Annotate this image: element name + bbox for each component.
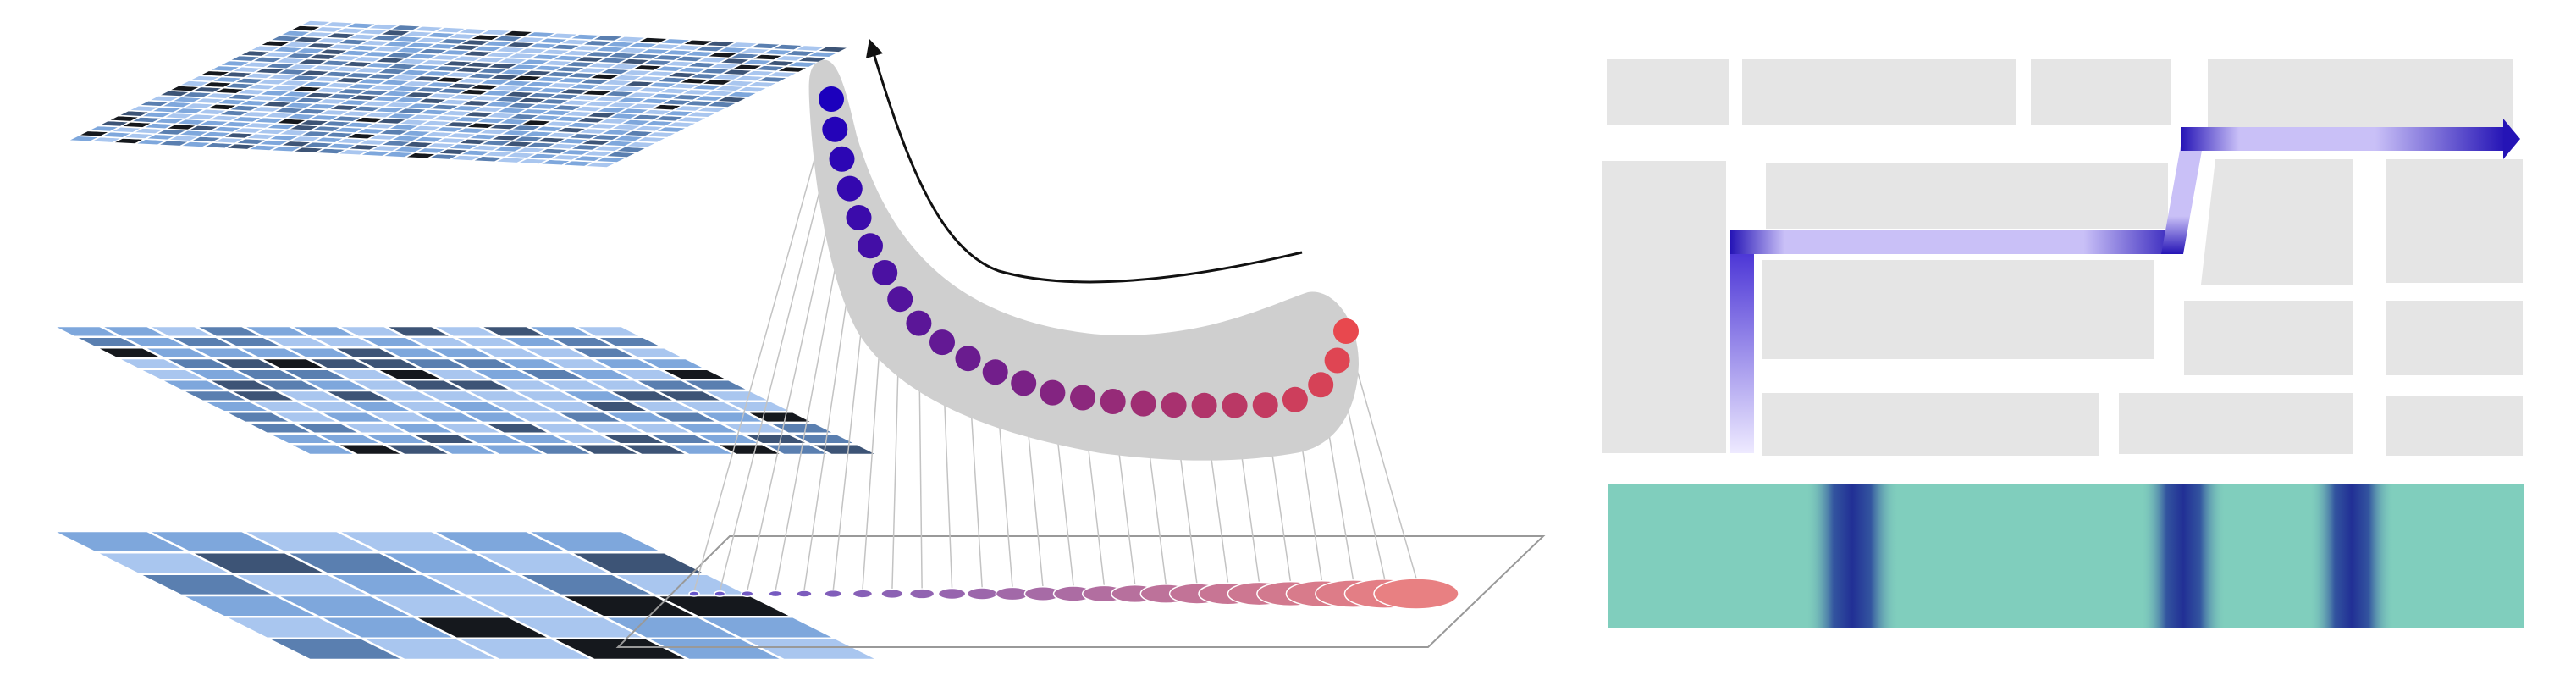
grid-cell — [814, 45, 852, 53]
route-diagonal-segment — [2161, 146, 2203, 254]
trajectory-point — [1100, 389, 1126, 414]
city-block — [2119, 393, 2353, 454]
trajectory-point — [1161, 392, 1187, 418]
grid-layer-fine — [64, 19, 852, 169]
projection-plane — [615, 535, 1546, 648]
color-bar-band — [2309, 484, 2394, 628]
city-block — [2208, 59, 2513, 129]
trajectory-point — [1252, 392, 1278, 418]
route-arrow-head — [2503, 119, 2520, 159]
city-block — [2201, 159, 2353, 285]
trajectory-point — [1222, 392, 1248, 418]
route-vertical-segment — [1730, 230, 1754, 453]
route-horizontal-segment — [1730, 230, 2183, 254]
grid-layer-medium — [52, 324, 880, 457]
route-top-segment — [2181, 127, 2505, 151]
color-bar — [1608, 484, 2524, 628]
trajectory-point — [1191, 392, 1217, 418]
direction-arrow-curve — [865, 38, 1303, 284]
trajectory-point — [929, 329, 955, 356]
trajectory-point — [1282, 386, 1308, 412]
projected-ellipse — [937, 587, 967, 601]
projected-ellipse — [1373, 578, 1459, 610]
city-block — [1762, 393, 2099, 456]
trajectory-point — [858, 233, 883, 259]
city-block — [1607, 59, 1729, 125]
city-block — [2184, 301, 2353, 375]
color-bar-band — [2141, 484, 2226, 628]
multiscale-grid-panel — [52, 19, 880, 662]
trajectory-point — [955, 346, 981, 372]
city-block — [2031, 59, 2171, 125]
grid-cell — [740, 637, 880, 662]
trajectory-point — [1333, 318, 1359, 344]
trajectory-point — [1308, 372, 1334, 398]
projected-ellipse — [824, 589, 843, 599]
city-blocks — [1602, 59, 2523, 456]
city-block — [1762, 260, 2154, 359]
trajectory-point — [1040, 379, 1066, 406]
trajectory-point — [1070, 385, 1095, 411]
projected-ellipse — [852, 589, 874, 599]
trajectory-point — [982, 359, 1008, 385]
city-block — [1742, 59, 2016, 125]
trajectory-point — [1324, 347, 1350, 374]
trajectory-point — [822, 116, 848, 142]
highlighted-route — [1730, 119, 2520, 453]
trajectory-point — [846, 205, 872, 230]
city-block — [2386, 301, 2523, 375]
trajectory-point — [819, 86, 844, 112]
trajectory-point — [887, 286, 913, 313]
city-block — [2386, 396, 2523, 456]
trajectory-point — [1130, 390, 1156, 417]
city-block — [1766, 163, 2168, 229]
city-block — [1602, 161, 1726, 453]
trajectory-point — [906, 310, 932, 336]
projected-ellipse — [688, 590, 700, 597]
guide-line — [693, 98, 832, 592]
trajectory-point — [872, 260, 898, 285]
street-path-panel — [1602, 59, 2524, 628]
trajectory-point — [836, 175, 863, 202]
trajectory-point — [1011, 370, 1037, 396]
projected-ellipse — [740, 590, 754, 598]
projected-ellipses — [688, 578, 1459, 610]
projected-ellipse — [768, 590, 783, 598]
grid-layer-coarse — [52, 529, 880, 662]
projected-ellipse — [880, 588, 904, 600]
projected-ellipse — [966, 587, 998, 601]
projected-ellipse — [908, 588, 935, 600]
guide-line — [719, 129, 836, 592]
uncertainty-tube — [808, 59, 1359, 461]
trajectory-point — [829, 146, 855, 172]
curve-projection-panel — [615, 38, 1546, 648]
color-bar-band — [1806, 484, 1899, 628]
city-block — [2386, 159, 2523, 283]
projected-ellipse — [796, 590, 813, 598]
trajectory-points — [819, 86, 1359, 418]
projected-ellipse — [714, 590, 726, 597]
